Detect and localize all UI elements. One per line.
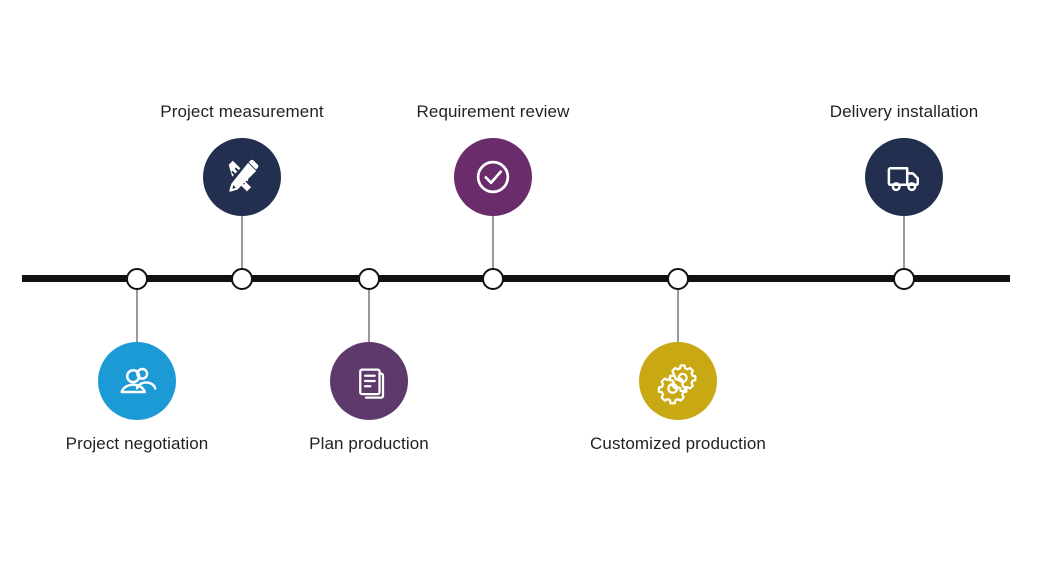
step-icon-bubble-2[interactable] — [203, 138, 281, 216]
delivery-truck-icon — [882, 155, 926, 199]
step-icon-bubble-4[interactable] — [454, 138, 532, 216]
timeline-node-6[interactable] — [893, 268, 915, 290]
check-circle-icon — [470, 154, 516, 200]
step-label-5: Customized production — [590, 434, 766, 453]
ruler-pencil-icon — [220, 155, 264, 199]
step-label-2: Project measurement — [160, 102, 324, 121]
step-label-3: Plan production — [309, 434, 429, 453]
timeline-node-3[interactable] — [358, 268, 380, 290]
step-icon-bubble-1[interactable] — [98, 342, 176, 420]
step-icon-bubble-6[interactable] — [865, 138, 943, 216]
connector-stem — [136, 279, 138, 342]
step-icon-bubble-5[interactable] — [639, 342, 717, 420]
connector-stem — [677, 279, 679, 342]
timeline-node-5[interactable] — [667, 268, 689, 290]
step-label-1: Project negotiation — [65, 434, 209, 453]
timeline-node-1[interactable] — [126, 268, 148, 290]
step-label-4: Requirement review — [416, 102, 570, 121]
timeline-node-4[interactable] — [482, 268, 504, 290]
connector-stem — [492, 216, 494, 279]
document-stack-icon — [348, 360, 390, 402]
timeline-axis — [22, 275, 1010, 282]
connector-stem — [903, 216, 905, 279]
connector-stem — [368, 279, 370, 342]
step-label-6: Delivery installation — [829, 102, 979, 121]
connector-stem — [241, 216, 243, 279]
users-group-icon — [114, 358, 160, 404]
step-icon-bubble-3[interactable] — [330, 342, 408, 420]
gears-icon — [654, 357, 702, 405]
timeline-node-2[interactable] — [231, 268, 253, 290]
